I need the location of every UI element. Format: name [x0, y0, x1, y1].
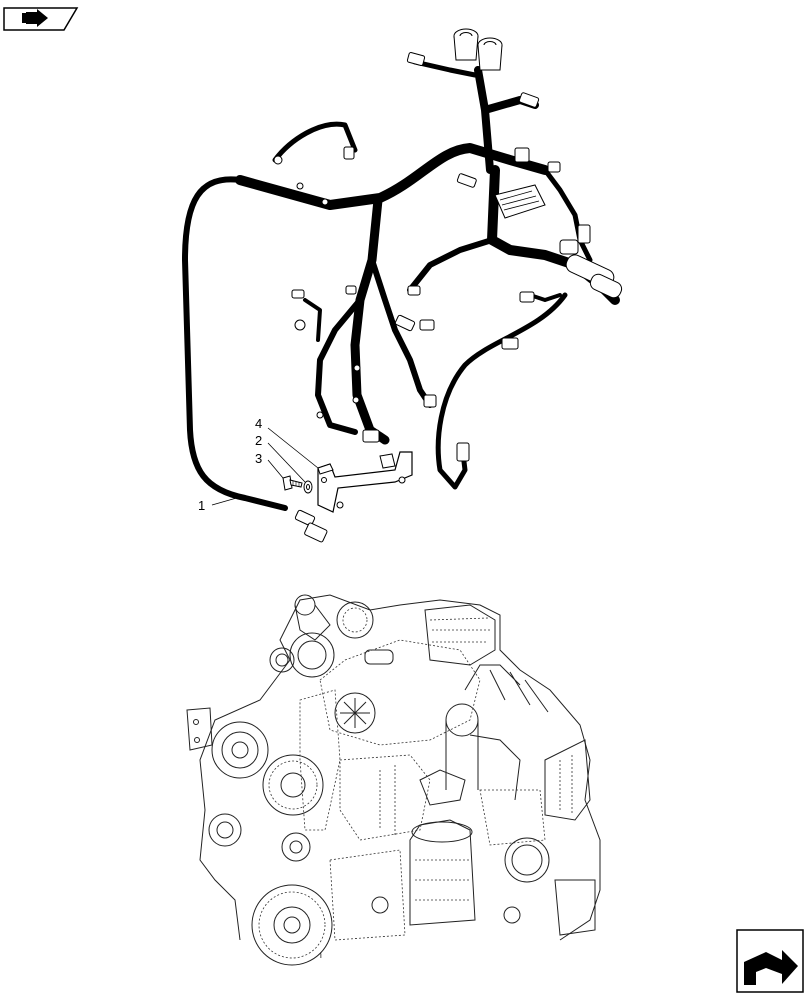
gauge-connector-right — [477, 37, 503, 71]
callout-3: 3 — [255, 451, 262, 466]
callout-2: 2 — [255, 433, 262, 448]
footnote-mark: i — [320, 951, 322, 960]
harness-connectors — [273, 52, 623, 543]
book-arrow-icon[interactable] — [3, 7, 79, 31]
callout-leaders — [211, 427, 319, 506]
next-page-arrow-icon[interactable] — [736, 929, 804, 993]
screw — [282, 475, 303, 491]
mounting-bracket — [317, 451, 413, 513]
washer — [303, 480, 313, 494]
callout-1: 1 — [198, 498, 205, 513]
wiring-harness — [182, 59, 620, 511]
engine-reference-view — [186, 594, 601, 966]
control-module — [494, 184, 546, 219]
callout-4: 4 — [255, 416, 262, 431]
gauge-connector-left — [453, 28, 479, 61]
